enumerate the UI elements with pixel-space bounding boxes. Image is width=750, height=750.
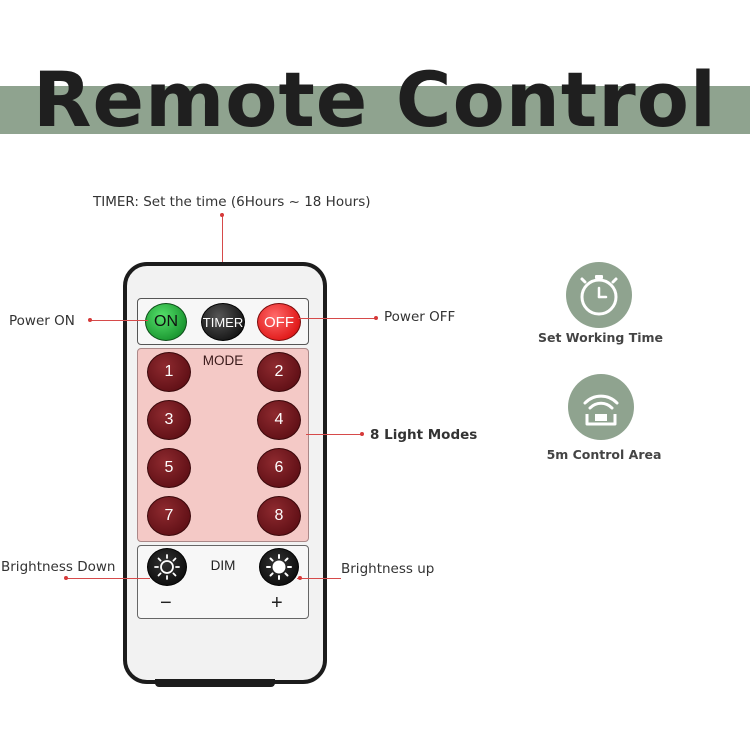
mode-button-5-label: 5 xyxy=(164,459,174,476)
stopwatch-icon xyxy=(580,275,618,316)
mode-button-3[interactable]: 3 xyxy=(147,400,191,440)
brightness-up-button[interactable] xyxy=(259,548,299,586)
mode-label: MODE xyxy=(202,353,244,368)
power-on-leader-line xyxy=(90,320,148,321)
on-button[interactable]: ON xyxy=(145,303,187,341)
mode-button-8-label: 8 xyxy=(274,507,284,524)
brightness-up-label: Brightness up xyxy=(341,561,435,577)
power-off-label: Power OFF xyxy=(384,309,456,325)
brightness-up-leader-line xyxy=(297,578,341,579)
brightness-down-button[interactable] xyxy=(147,548,187,586)
timer-button-label: TIMER xyxy=(202,314,244,330)
timer-callout-label: TIMER: Set the time (6Hours ~ 18 Hours) xyxy=(93,194,371,210)
off-button-label: OFF xyxy=(264,313,294,331)
brightness-down-leader-line xyxy=(66,578,150,579)
mode-button-6[interactable]: 6 xyxy=(257,448,301,488)
wireless-signal-icon xyxy=(583,394,619,426)
mode-button-2-label: 2 xyxy=(274,363,284,380)
brightness-down-leader-dot xyxy=(64,576,68,580)
timer-leader-line xyxy=(222,213,223,309)
timer-button[interactable]: TIMER xyxy=(201,303,245,341)
power-on-label: Power ON xyxy=(9,313,75,329)
sun-filled-icon xyxy=(266,554,292,580)
control-area-badge xyxy=(568,374,634,440)
timer-leader-dot xyxy=(220,213,224,217)
power-off-leader-dot xyxy=(374,316,378,320)
mode-button-8[interactable]: 8 xyxy=(257,496,301,536)
off-button[interactable]: OFF xyxy=(257,303,301,341)
plus-sign: + xyxy=(271,592,283,614)
set-working-time-badge xyxy=(566,262,632,328)
light-modes-label: 8 Light Modes xyxy=(370,427,478,443)
mode-button-7[interactable]: 7 xyxy=(147,496,191,536)
light-modes-leader-line xyxy=(306,434,362,435)
mode-button-4-label: 4 xyxy=(274,411,284,428)
mode-button-2[interactable]: 2 xyxy=(257,352,301,392)
on-button-label: ON xyxy=(154,313,178,330)
minus-sign: − xyxy=(160,592,172,614)
brightness-up-leader-dot xyxy=(298,576,302,580)
mode-button-3-label: 3 xyxy=(164,411,174,428)
mode-button-6-label: 6 xyxy=(274,459,284,476)
mode-button-4[interactable]: 4 xyxy=(257,400,301,440)
mode-button-7-label: 7 xyxy=(164,507,174,524)
set-working-time-label: Set Working Time xyxy=(538,330,664,345)
power-on-leader-dot xyxy=(88,318,92,322)
mode-button-5[interactable]: 5 xyxy=(147,448,191,488)
title-band xyxy=(0,86,750,134)
brightness-down-label: Brightness Down xyxy=(1,559,116,575)
control-area-label: 5m Control Area xyxy=(546,447,662,462)
page-title: Remote Control xyxy=(33,55,717,144)
light-modes-leader-dot xyxy=(360,432,364,436)
remote-battery-tab xyxy=(155,679,275,687)
sun-outline-icon xyxy=(154,554,180,580)
power-off-leader-line xyxy=(298,318,376,319)
mode-button-1[interactable]: 1 xyxy=(147,352,191,392)
mode-button-1-label: 1 xyxy=(164,363,174,380)
dim-label: DIM xyxy=(210,558,236,573)
